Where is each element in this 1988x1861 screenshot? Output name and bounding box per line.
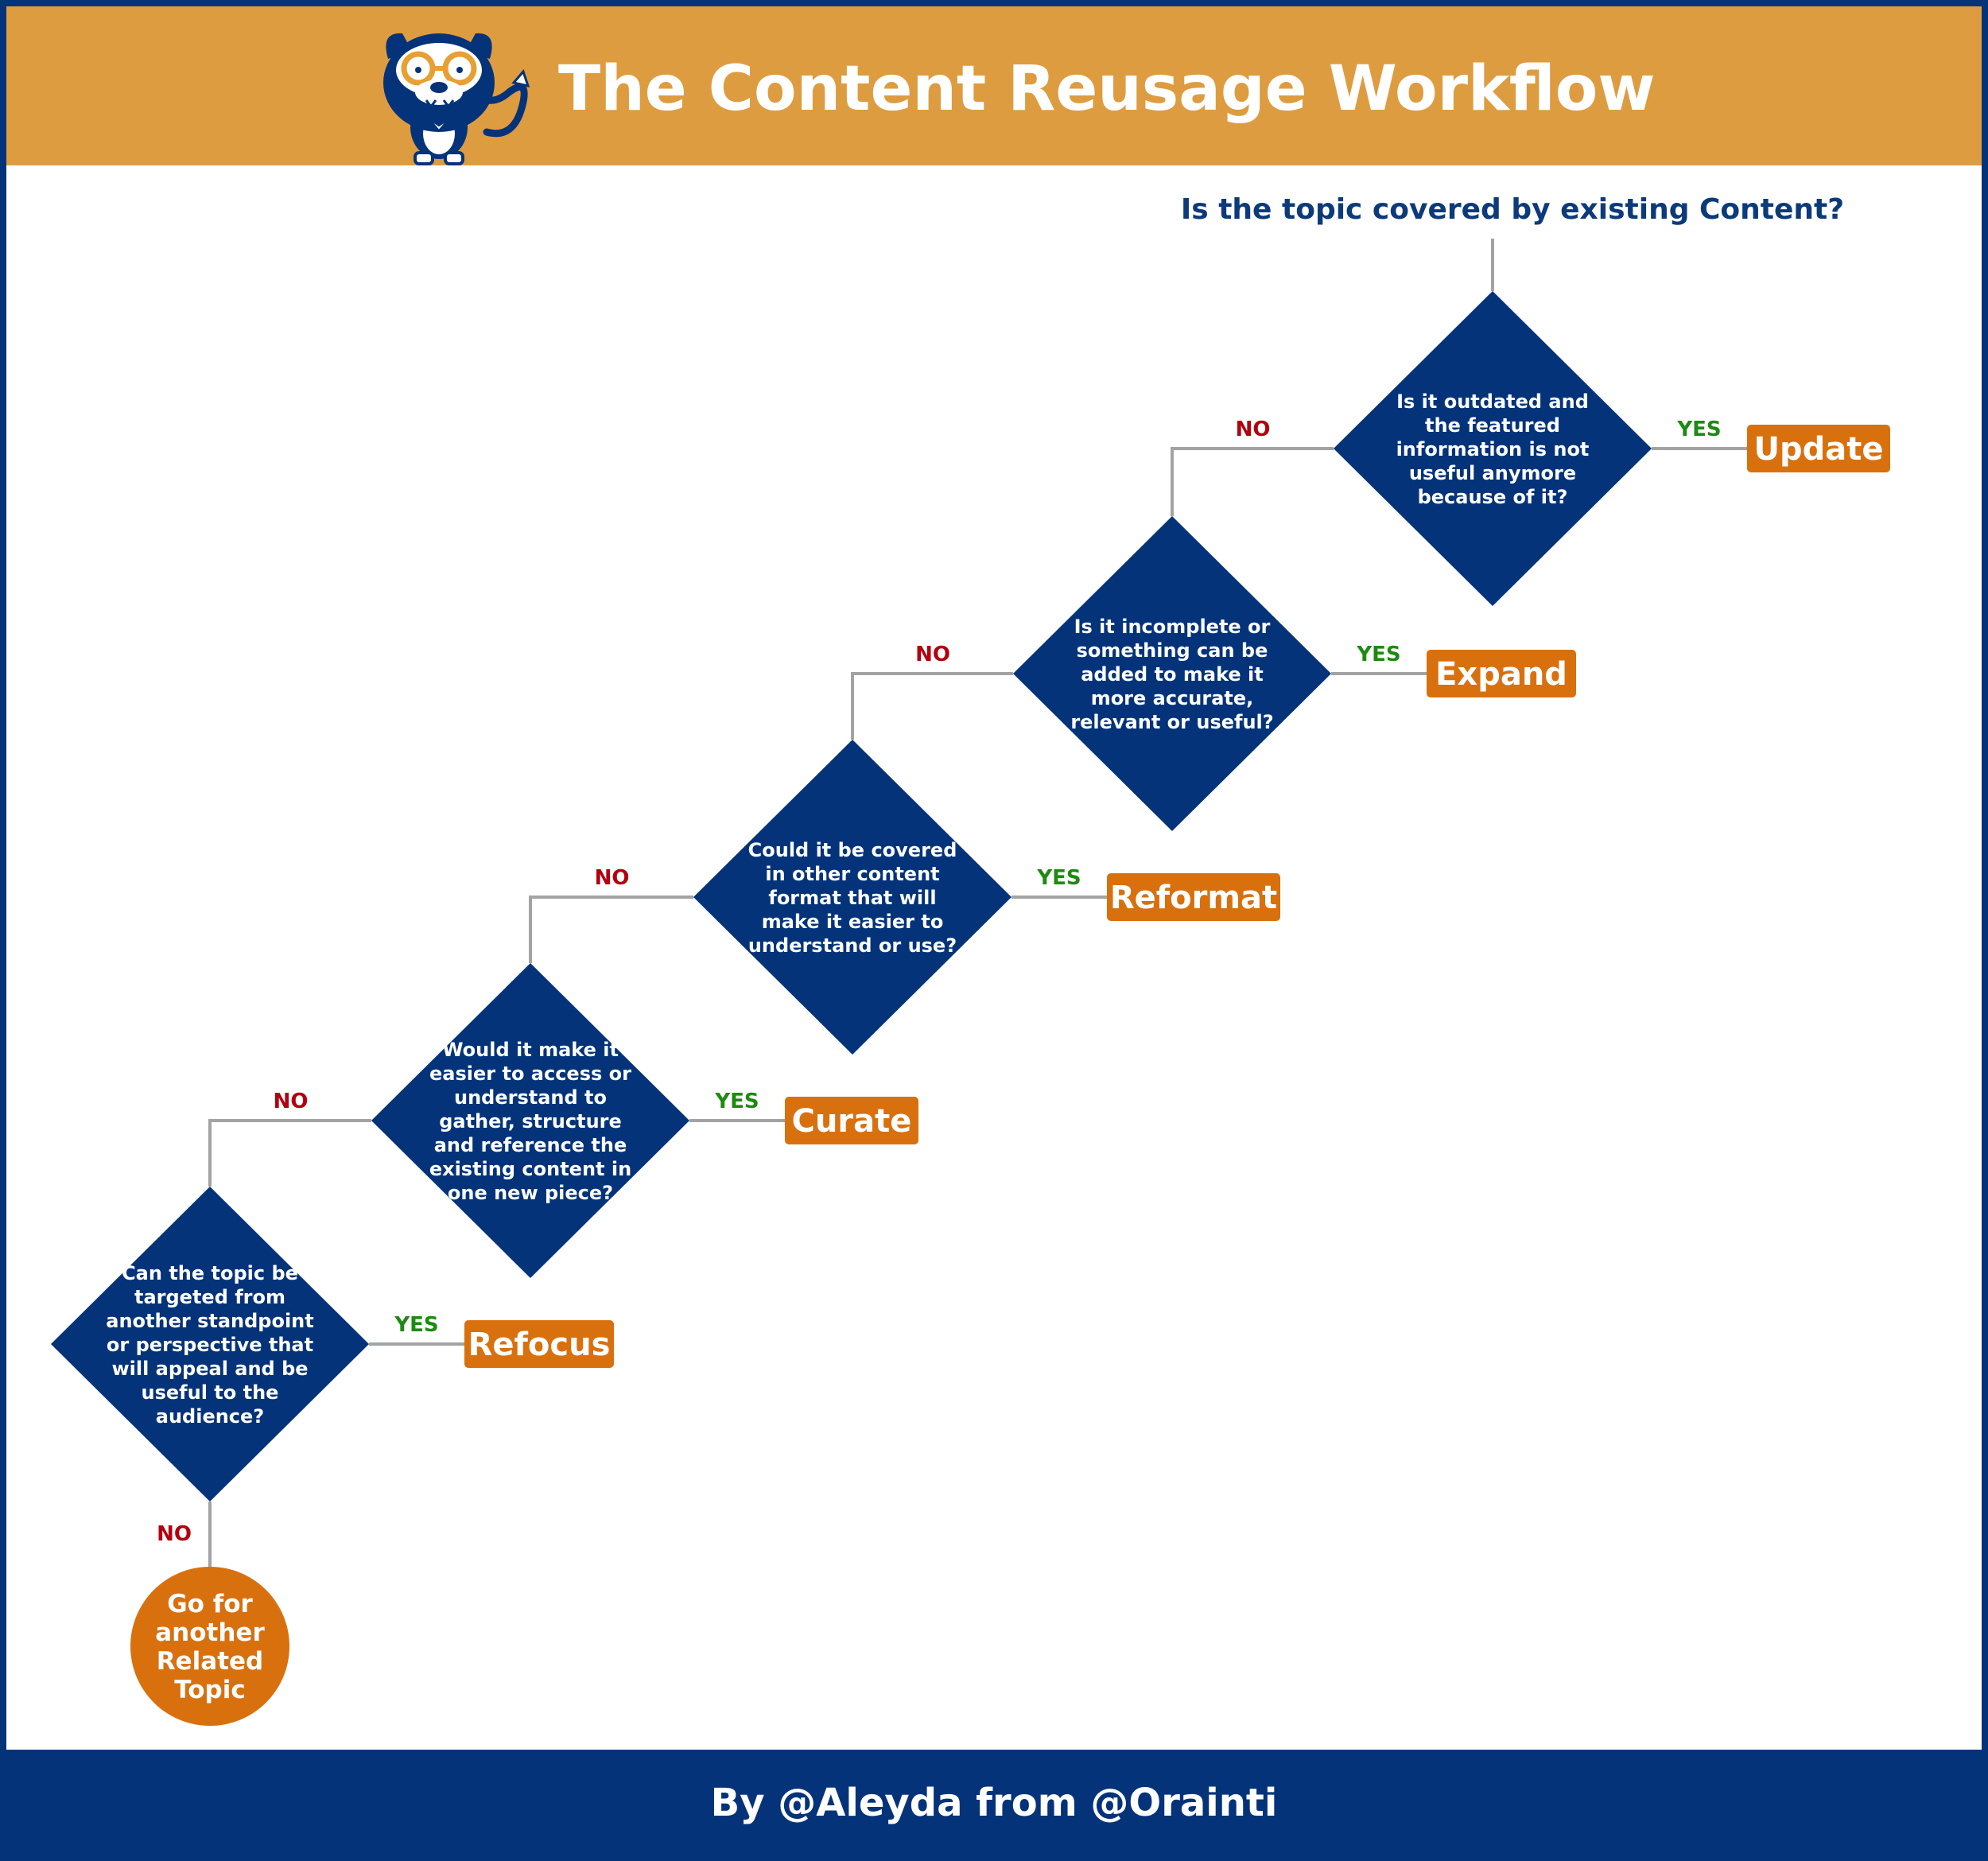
no-label: NO bbox=[1236, 418, 1271, 441]
decision-question-line: information is not bbox=[1396, 438, 1590, 460]
no-connector bbox=[851, 672, 1013, 740]
outcome-label: Curate bbox=[792, 1103, 912, 1140]
decision-diamond bbox=[51, 1187, 369, 1502]
decision-question-line: format that will bbox=[768, 887, 936, 909]
footer-credit: By @Aleyda from @Orainti bbox=[711, 1781, 1278, 1825]
outcome-label: Expand bbox=[1435, 656, 1567, 693]
decision-question-line: Is it incomplete or bbox=[1074, 616, 1271, 638]
yes-label: YES bbox=[1676, 418, 1721, 441]
decision-question-line: more accurate, bbox=[1091, 687, 1254, 709]
decision-question-line: Can the topic be bbox=[122, 1262, 298, 1284]
decision-question-line: understand or use? bbox=[748, 934, 957, 957]
decision-question-line: will appeal and be bbox=[111, 1358, 308, 1380]
yes-label: YES bbox=[394, 1313, 438, 1337]
final-no-label: NO bbox=[157, 1522, 192, 1546]
decision-question-line: understand to bbox=[454, 1086, 607, 1109]
outcome-box bbox=[464, 1320, 614, 1368]
outcome-box bbox=[1427, 650, 1576, 697]
decision-question-line: one new piece? bbox=[448, 1182, 613, 1204]
decision-diamond bbox=[1334, 291, 1652, 606]
no-label: NO bbox=[595, 866, 630, 890]
yes-label: YES bbox=[714, 1090, 759, 1113]
decision-question-line: gather, structure bbox=[439, 1110, 622, 1133]
outcome-label: Update bbox=[1754, 431, 1884, 468]
no-connector bbox=[208, 1119, 371, 1187]
decision-question-line: and reference the bbox=[434, 1134, 627, 1156]
decision-question-line: the featured bbox=[1425, 414, 1560, 437]
terminal-label-line: Related bbox=[157, 1647, 263, 1676]
terminal-label-line: another bbox=[155, 1618, 265, 1647]
outcome-box bbox=[1747, 425, 1890, 472]
header-bar bbox=[6, 6, 1982, 165]
terminal-label-line: Go for bbox=[167, 1590, 253, 1618]
outcome-label: Refocus bbox=[468, 1327, 611, 1363]
bulldog-mascot-icon bbox=[383, 33, 530, 165]
decision-question-line: existing content in bbox=[429, 1158, 631, 1180]
decision-question-line: easier to access or bbox=[429, 1063, 631, 1085]
no-connector bbox=[529, 896, 693, 963]
start-question: Is the topic covered by existing Content… bbox=[1181, 193, 1844, 226]
outcome-box bbox=[1107, 873, 1280, 921]
decision-question-line: another standpoint bbox=[106, 1310, 313, 1332]
outcome-label: Reformat bbox=[1110, 880, 1277, 916]
yes-label: YES bbox=[1036, 866, 1081, 890]
decision-question-line: because of it? bbox=[1418, 486, 1568, 508]
terminal-circle bbox=[130, 1567, 289, 1726]
terminal-label-line: Topic bbox=[174, 1676, 246, 1704]
decision-question-line: useful to the bbox=[142, 1381, 279, 1404]
decision-question-line: Could it be covered bbox=[748, 839, 957, 861]
no-label: NO bbox=[274, 1090, 309, 1113]
decision-question-line: Would it make it bbox=[442, 1039, 619, 1061]
footer-bar bbox=[6, 1750, 1982, 1855]
decision-question-line: or perspective that bbox=[107, 1334, 313, 1356]
no-label: NO bbox=[915, 643, 950, 666]
decision-question-line: useful anymore bbox=[1409, 462, 1576, 484]
decision-question-line: added to make it bbox=[1081, 663, 1264, 686]
page-title: The Content Reusage Workflow bbox=[558, 53, 1655, 125]
decision-question-line: Is it outdated and bbox=[1396, 390, 1589, 413]
decision-question-line: something can be bbox=[1077, 639, 1268, 662]
decision-question-line: in other content bbox=[765, 863, 939, 885]
yes-label: YES bbox=[1356, 643, 1400, 666]
decision-diamond bbox=[1013, 516, 1331, 831]
decision-question-line: make it easier to bbox=[762, 911, 944, 933]
decision-question-line: relevant or useful? bbox=[1070, 711, 1273, 733]
outcome-box bbox=[785, 1097, 918, 1144]
decision-question-line: audience? bbox=[156, 1405, 264, 1428]
decision-question-line: targeted from bbox=[134, 1286, 285, 1308]
decision-diamond bbox=[371, 963, 689, 1278]
no-connector bbox=[1171, 447, 1334, 516]
decision-diamond bbox=[693, 740, 1011, 1055]
